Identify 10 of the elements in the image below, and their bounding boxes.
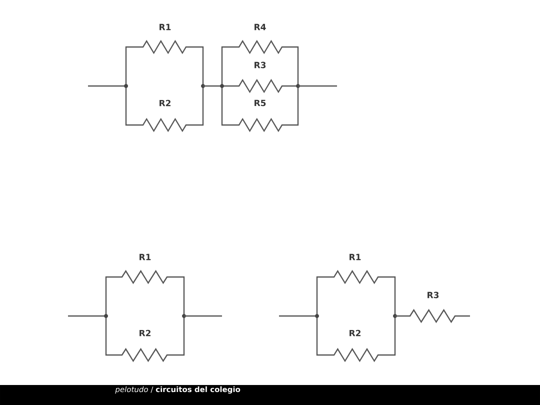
resistor-label: R2 <box>160 100 170 106</box>
resistor-label: R2 <box>140 330 150 336</box>
resistor-label: R2 <box>350 330 360 336</box>
resistor-label: R1 <box>160 24 171 30</box>
resistor-label: R5 <box>254 100 266 106</box>
resistor-label: R1 <box>350 254 361 260</box>
resistor-label: R3 <box>254 62 266 68</box>
resistor-label: R4 <box>254 24 266 30</box>
resistor-label: R1 <box>140 254 151 260</box>
resistor-label: R3 <box>428 292 439 298</box>
